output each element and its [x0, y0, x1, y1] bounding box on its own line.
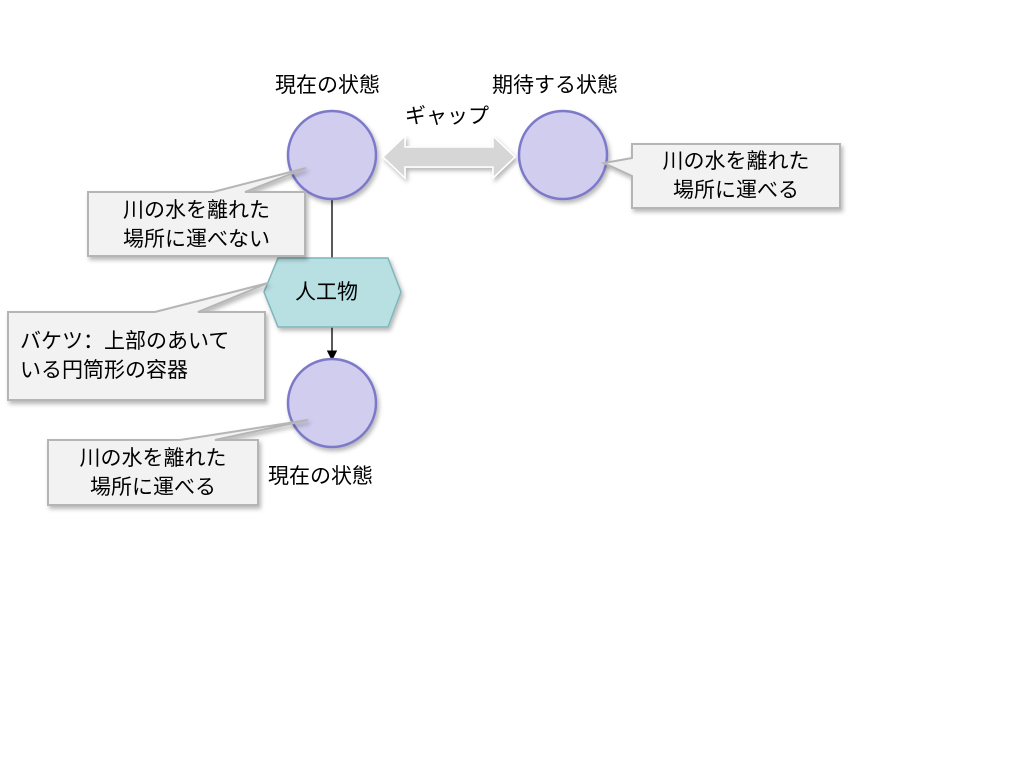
- callout-current-top-line2: 場所に運べない: [123, 227, 270, 251]
- callout-current-top-text: 川の水を離れた 場所に運べない: [88, 196, 305, 254]
- result-state-title: 現在の状態: [268, 464, 373, 488]
- callout-artifact-line2: いる円筒形の容器: [20, 358, 188, 382]
- callout-expected-box: [600, 143, 841, 209]
- gap-label: ギャップ: [405, 104, 489, 128]
- callout-expected-line2: 場所に運べる: [673, 178, 799, 202]
- callout-artifact-line1: バケツ：上部のあいて: [20, 329, 230, 353]
- callout-current-bottom-line1: 川の水を離れた: [79, 446, 227, 470]
- callout-artifact-text: バケツ：上部のあいて いる円筒形の容器: [20, 327, 260, 385]
- callout-expected-text: 川の水を離れた 場所に運べる: [632, 147, 840, 205]
- artifact-label: 人工物: [295, 280, 358, 304]
- artifact-hexagon: [263, 257, 402, 328]
- callout-current-bottom-line2: 場所に運べる: [90, 475, 216, 499]
- callout-current-top-box: [87, 167, 307, 257]
- current-state-circle: [286, 109, 378, 201]
- callout-current-top-line1: 川の水を離れた: [123, 198, 270, 222]
- gap-double-arrow: [381, 134, 517, 180]
- expected-state-title: 期待する状態: [492, 73, 618, 97]
- callout-current-bottom-box: [47, 419, 309, 506]
- expected-state-circle: [517, 109, 609, 201]
- result-state-circle: [286, 357, 378, 449]
- callout-current-bottom-text: 川の水を離れた 場所に運べる: [48, 444, 258, 502]
- callout-artifact-box: [7, 282, 269, 401]
- current-state-title: 現在の状態: [275, 73, 380, 97]
- callout-expected-line1: 川の水を離れた: [662, 149, 810, 173]
